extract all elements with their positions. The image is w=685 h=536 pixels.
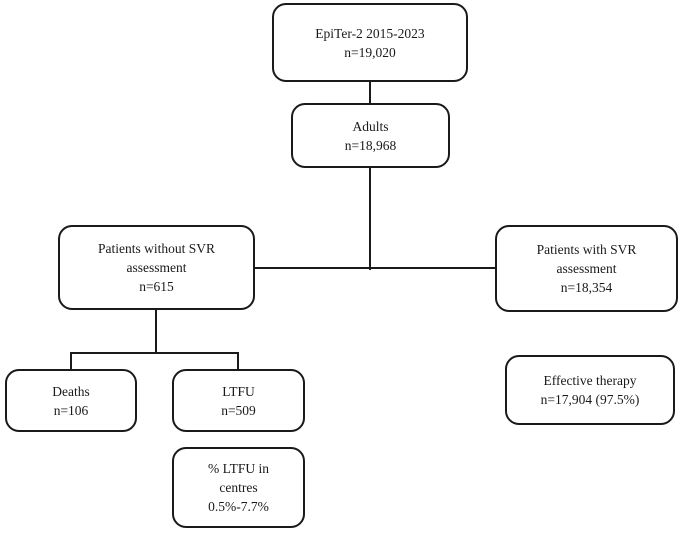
node-with-svr-line3: n=18,354: [560, 280, 613, 295]
node-ltfu-pct-line2: centres: [219, 480, 258, 495]
node-with-svr-line2: assessment: [556, 261, 617, 276]
node-eff-therapy-line2: n=17,904 (97.5%): [540, 392, 640, 407]
node-ltfu-line2: n=509: [221, 402, 256, 418]
connector-adults-trunk: [369, 166, 371, 270]
node-deaths-line2: n=106: [53, 402, 89, 418]
node-patients-with-svr: Patients with SVR assessment n=18,354: [495, 225, 678, 312]
node-no-svr-line3: n=615: [139, 279, 174, 294]
connector-branch-right: [369, 267, 496, 269]
connector-branch-left: [254, 267, 371, 269]
node-no-svr-line1: Patients without SVR: [97, 241, 215, 256]
connector-to-ltfu: [237, 352, 239, 371]
connector-cohort-to-adults: [369, 81, 371, 105]
node-effective-therapy: Effective therapy n=17,904 (97.5%): [505, 355, 675, 425]
node-ltfu-line1: LTFU: [222, 383, 255, 399]
node-ltfu: LTFU n=509: [172, 369, 305, 432]
node-no-svr-line2: assessment: [126, 260, 187, 275]
node-patients-without-svr: Patients without SVR assessment n=615: [58, 225, 255, 310]
node-adults: Adults n=18,968: [291, 103, 450, 168]
connector-splitter-bar: [70, 352, 239, 354]
node-ltfu-pct-line3: 0.5%-7.7%: [208, 499, 269, 514]
connector-no-svr-trunk: [155, 308, 157, 354]
node-adults-line1: Adults: [352, 118, 389, 134]
node-cohort-line1: EpiTer-2 2015-2023: [315, 25, 425, 41]
node-deaths-line1: Deaths: [52, 383, 90, 399]
node-adults-line2: n=18,968: [344, 137, 397, 153]
node-deaths: Deaths n=106: [5, 369, 137, 432]
node-eff-therapy-line1: Effective therapy: [543, 373, 637, 388]
node-with-svr-line1: Patients with SVR: [536, 242, 637, 257]
node-ltfu-percent-in-centres: % LTFU in centres 0.5%-7.7%: [172, 447, 305, 528]
node-cohort-line2: n=19,020: [344, 44, 396, 60]
node-cohort: EpiTer-2 2015-2023 n=19,020: [272, 3, 468, 82]
node-ltfu-pct-line1: % LTFU in: [207, 461, 269, 476]
connector-to-deaths: [70, 352, 72, 371]
